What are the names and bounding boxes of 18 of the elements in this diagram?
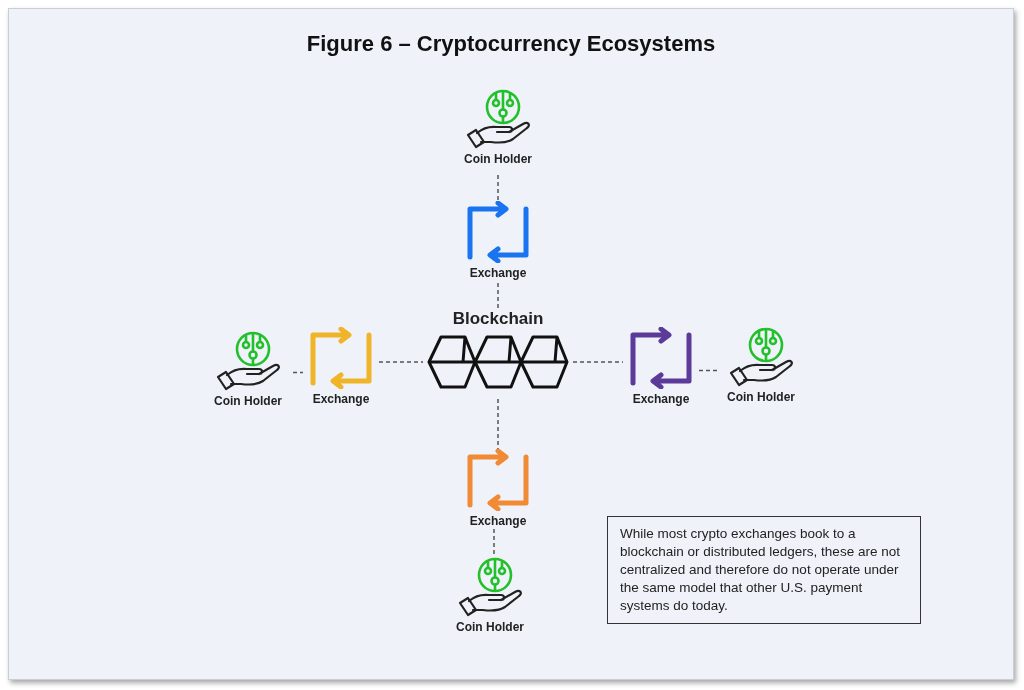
connector-line bbox=[698, 369, 718, 372]
diagram-title: Figure 6 – Cryptocurrency Ecosystems bbox=[305, 31, 717, 57]
node-label: Exchange bbox=[469, 266, 527, 280]
connector-line bbox=[292, 371, 304, 374]
connector-line bbox=[572, 361, 624, 363]
node-label: Exchange bbox=[469, 514, 527, 528]
connector-line bbox=[378, 361, 424, 363]
node-label: Exchange bbox=[632, 392, 690, 406]
node-label: Coin Holder bbox=[464, 152, 532, 166]
node-label: Exchange bbox=[312, 392, 370, 406]
node-label: Coin Holder bbox=[727, 390, 795, 404]
connector-line bbox=[497, 174, 499, 202]
node-title: Blockchain bbox=[452, 309, 544, 329]
connector-line bbox=[497, 398, 499, 450]
node-label: Coin Holder bbox=[214, 394, 282, 408]
connector-line bbox=[497, 282, 499, 310]
note-box: While most crypto exchanges book to a blockchain or distributed ledgers, these are not centralized and therefore do not operate under the same model that other U.S. payment systems do today. bbox=[607, 516, 921, 624]
node-label: Coin Holder bbox=[456, 620, 524, 634]
